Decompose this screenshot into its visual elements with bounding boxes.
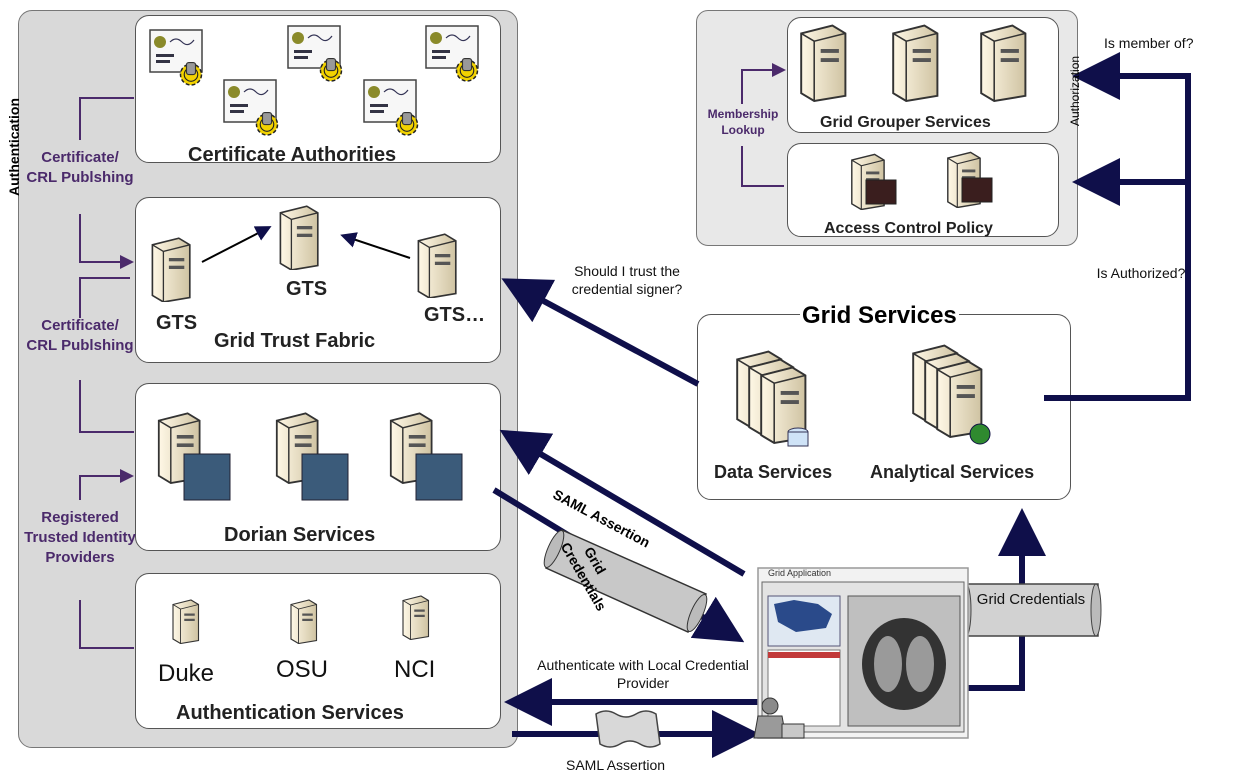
grid-credentials-scroll — [960, 583, 1102, 637]
identity-provider-servers — [172, 595, 430, 644]
certificate-icons — [149, 25, 479, 136]
access-control-title: Access Control Policy — [824, 220, 993, 237]
cert-crl-publishing-1: Certificate/ CRL Publshing — [26, 149, 134, 186]
analytical-services-servers — [911, 344, 991, 445]
saml-assertion-scroll — [595, 710, 661, 748]
grid-services-title: Grid Services — [800, 302, 959, 330]
access-control-servers — [851, 151, 993, 210]
certificate-authorities-title: Certificate Authorities — [188, 144, 397, 166]
authenticate-with-label: Authenticate with Local Credential Provi… — [537, 657, 749, 691]
grid-credentials-scroll-text: Grid Credentials — [976, 591, 1086, 608]
gts-servers — [151, 205, 457, 302]
user-icon — [753, 697, 805, 739]
gts-label-1: GTS — [156, 312, 198, 334]
authentication-label: Authentication — [6, 98, 22, 196]
should-trust-label: Should I trust the credential signer? — [571, 263, 683, 297]
membership-bracket — [741, 63, 786, 187]
saml-credentials-scroll — [543, 529, 708, 633]
authentication-services-box — [135, 573, 501, 729]
grid-trust-fabric-title: Grid Trust Fabric — [214, 330, 376, 352]
data-services-servers — [735, 350, 809, 447]
idp-duke: Duke — [158, 660, 215, 687]
cert-crl-publishing-2: Certificate/ CRL Publshing — [26, 317, 134, 354]
registered-identity-providers: Registered Trusted Identity Providers — [24, 509, 136, 566]
access-control-box — [787, 143, 1059, 237]
idp-osu: OSU — [276, 656, 329, 683]
publishing-brackets — [79, 97, 134, 649]
authentication-services-title: Authentication Services — [176, 702, 404, 724]
grid-grouper-servers — [800, 24, 1027, 102]
grid-application-title: Grid Application — [768, 568, 832, 578]
analytical-services-label: Analytical Services — [870, 462, 1035, 482]
dorian-servers — [157, 412, 463, 501]
is-member-of-label: Is member of? — [1104, 35, 1194, 51]
dorian-services-title: Dorian Services — [224, 524, 376, 546]
gts-label-2: GTS — [286, 278, 328, 300]
membership-lookup-label: Membership Lookup — [707, 107, 779, 137]
gts-label-3: GTS… — [424, 304, 486, 326]
is-authorized-label: Is Authorized? — [1096, 265, 1186, 281]
grid-grouper-title: Grid Grouper Services — [820, 114, 991, 131]
saml-assertion-bottom-label: SAML Assertion — [566, 757, 666, 773]
data-services-label: Data Services — [714, 462, 833, 482]
authorization-label: Authorization — [1068, 55, 1082, 126]
grid-application-window — [757, 567, 969, 739]
idp-nci: NCI — [394, 656, 436, 683]
